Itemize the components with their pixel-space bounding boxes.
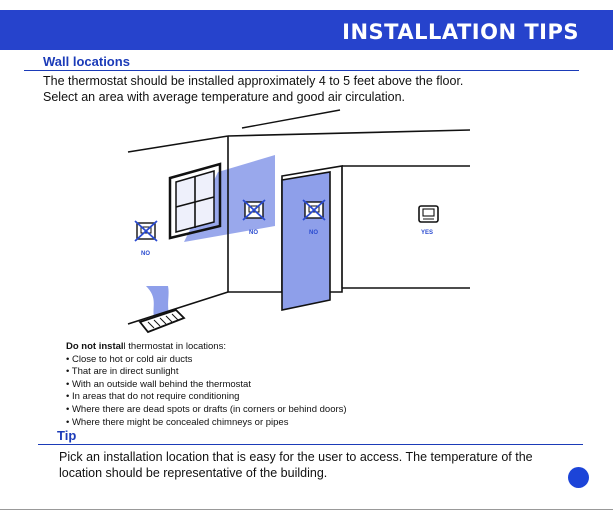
bottom-rule bbox=[0, 509, 613, 510]
label-no-3: NO bbox=[309, 230, 318, 236]
wall-locations-line1: The thermostat should be installed appro… bbox=[43, 74, 464, 88]
label-yes: YES bbox=[421, 230, 433, 236]
list-item: That are in direct sunlight bbox=[66, 366, 347, 379]
do-not-lead-bold: Do not instal bbox=[66, 341, 124, 352]
list-item: Close to hot or cold air ducts bbox=[66, 354, 347, 367]
thermostat-crossed-icon bbox=[134, 220, 158, 242]
tip-rule bbox=[38, 444, 583, 445]
list-item: Where there are dead spots or drafts (in… bbox=[66, 404, 347, 417]
list-item: Where there might be concealed chimneys … bbox=[66, 417, 347, 430]
thermostat-crossed-icon bbox=[242, 199, 266, 221]
thermostat-crossed-icon bbox=[302, 199, 326, 221]
thermostat-icon bbox=[418, 205, 439, 223]
floor-register-icon bbox=[138, 308, 186, 334]
do-not-lead-rest: l thermostat in locations: bbox=[123, 341, 226, 352]
header-banner: INSTALLATION TIPS bbox=[0, 10, 613, 50]
label-no-2: NO bbox=[249, 230, 258, 236]
duct-airflow bbox=[146, 286, 170, 318]
list-item: With an outside wall behind the thermost… bbox=[66, 379, 347, 392]
page-title: INSTALLATION TIPS bbox=[342, 20, 579, 44]
window bbox=[168, 162, 222, 240]
label-no-1: NO bbox=[141, 251, 150, 257]
tip-heading: Tip bbox=[57, 428, 77, 443]
wall-locations-rule bbox=[24, 70, 579, 71]
do-not-install-list: Do not install thermostat in locations: … bbox=[66, 341, 347, 429]
wall-locations-line2: Select an area with average temperature … bbox=[43, 90, 406, 104]
page-marker-dot bbox=[568, 467, 589, 488]
wall-locations-heading: Wall locations bbox=[43, 54, 130, 69]
list-item: In areas that do not require conditionin… bbox=[66, 391, 347, 404]
tip-text: Pick an installation location that is ea… bbox=[59, 450, 533, 480]
